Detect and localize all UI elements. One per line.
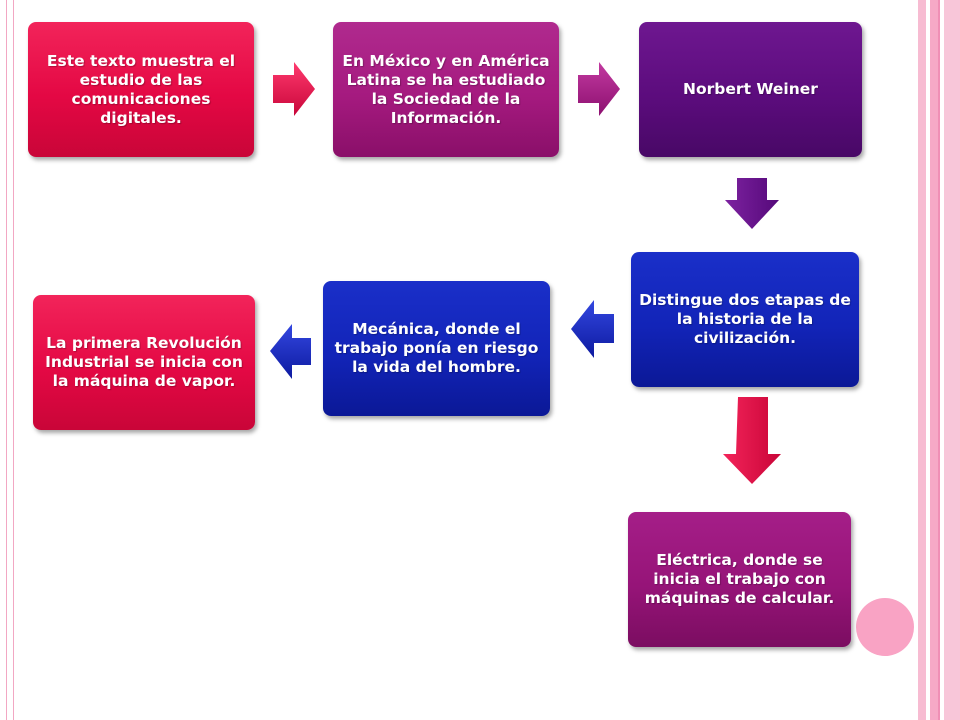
arrow-b1-to-b2: [273, 62, 315, 116]
arrow-b5-to-b6: [270, 324, 311, 379]
arrow-b3-to-b4: [725, 178, 779, 229]
flow-box-text: Este texto muestra el estudio de las com…: [46, 51, 236, 127]
flow-box-sociedad-informacion: En México y en América Latina se ha estu…: [333, 22, 559, 157]
flow-box-dos-etapas: Distingue dos etapas de la historia de l…: [631, 252, 859, 387]
flow-box-text: En México y en América Latina se ha estu…: [342, 51, 550, 127]
flow-box-comunicaciones-digitales: Este texto muestra el estudio de las com…: [28, 22, 254, 157]
flow-box-text: La primera Revolución Industrial se inic…: [45, 334, 243, 390]
flow-box-electrica: Eléctrica, donde se inicia el trabajo co…: [628, 512, 851, 647]
left-frame-border: [6, 0, 14, 720]
arrow-b4-to-b7: [723, 397, 781, 484]
flow-box-text: Distingue dos etapas de la historia de l…: [639, 291, 851, 347]
flow-box-text: Norbert Weiner: [683, 80, 818, 98]
flow-box-mecanica: Mecánica, donde el trabajo ponía en ries…: [323, 281, 550, 416]
decorative-circle: [856, 598, 914, 656]
arrow-b4-to-b5: [571, 300, 614, 358]
flow-box-text: Eléctrica, donde se inicia el trabajo co…: [644, 551, 835, 607]
arrow-b2-to-b3: [578, 62, 620, 116]
flow-box-revolucion-industrial: La primera Revolución Industrial se inic…: [33, 295, 255, 430]
right-frame-line: [938, 0, 940, 720]
flow-box-text: Mecánica, donde el trabajo ponía en ries…: [334, 320, 539, 376]
flow-box-norbert-weiner: Norbert Weiner: [639, 22, 862, 157]
